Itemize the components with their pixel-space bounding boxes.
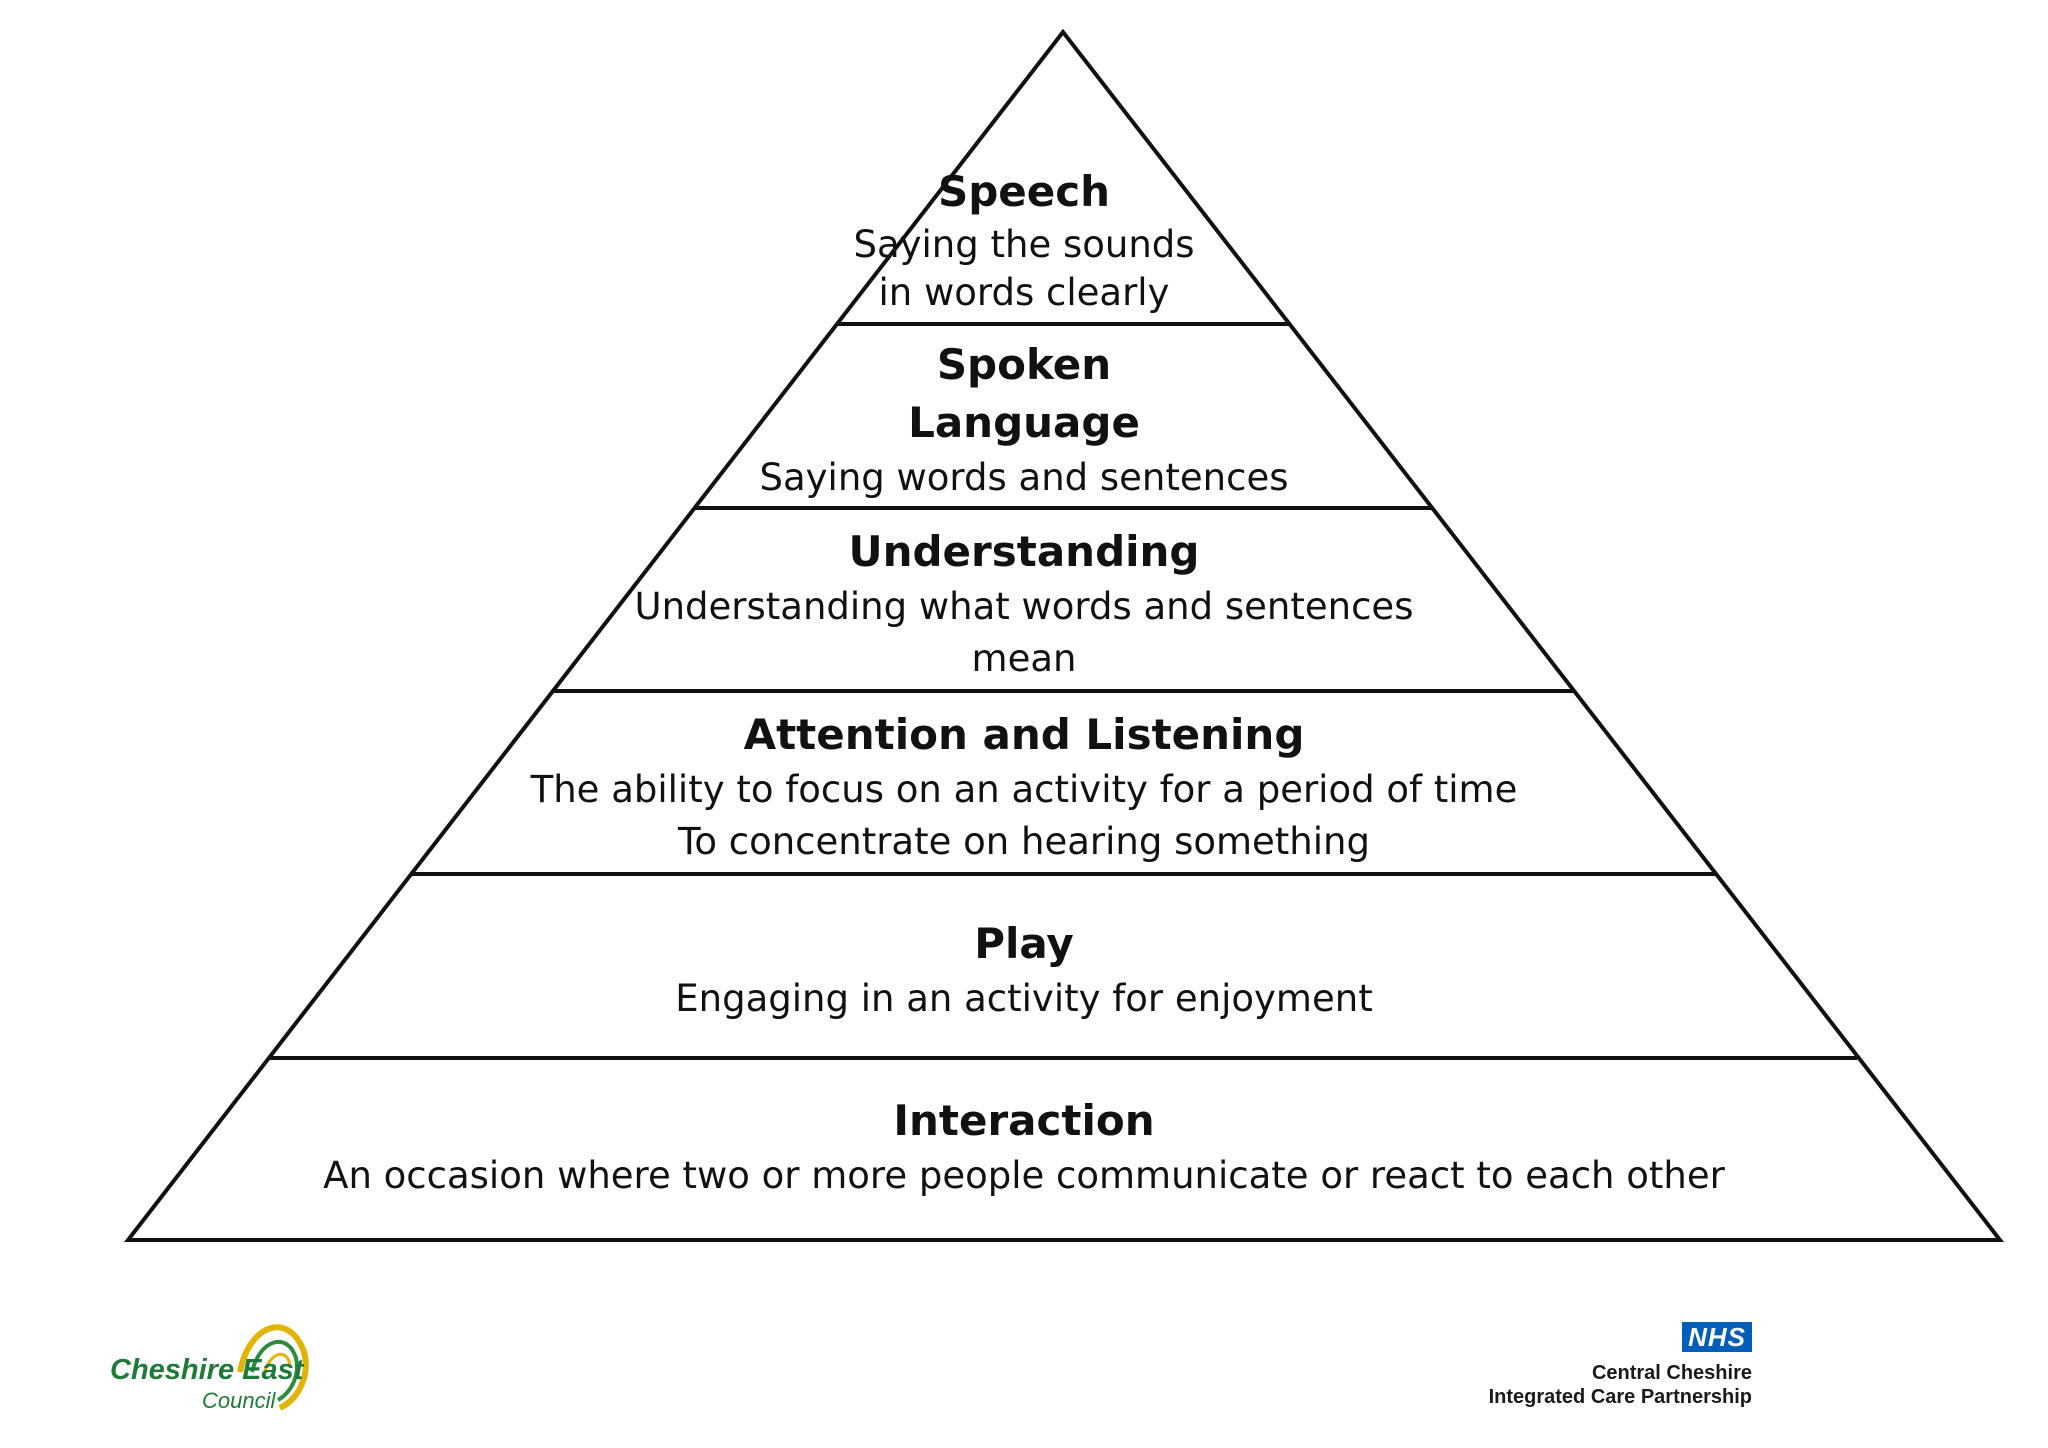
tier-speech: Speech Saying the sounds in words clearl… [0,163,2048,317]
tier-title: Play [974,919,1074,968]
wheat-swoosh-icon [237,1324,309,1411]
tier-description: The ability to focus on an activity for … [530,768,1518,863]
nhs-org-line-1: Central Cheshire [1591,1362,1752,1384]
tier-play: Play Engaging in an activity for enjoyme… [0,915,2048,1025]
nhs-partnership-logo: NHS Central Cheshire Integrated Care Par… [1392,1322,1752,1418]
nhs-badge: NHS [1682,1322,1752,1352]
tier-title: Attention and Listening [743,710,1305,759]
tier-description: Saying words and sentences [759,456,1289,499]
tier-title: Spoken Language [908,340,1140,447]
council-name: Cheshire East [110,1354,304,1386]
tier-title: Speech [937,167,1111,216]
tier-interaction: Interaction An occasion where two or mor… [0,1092,2048,1202]
tier-description: Understanding what words and sentences m… [634,585,1414,680]
tier-description: Engaging in an activity for enjoyment [675,977,1373,1020]
cheshire-east-council-logo: Cheshire East Council [110,1312,310,1413]
tier-description: An occasion where two or more people com… [323,1154,1725,1197]
tier-title: Interaction [893,1096,1155,1145]
tier-attention-and-listening: Attention and Listening The ability to f… [0,706,2048,868]
tier-understanding: Understanding Understanding what words a… [0,523,2048,685]
tier-spoken-language: Spoken Language Saying words and sentenc… [0,336,2048,504]
council-subtitle: Council [202,1388,276,1413]
pyramid-outline [123,28,2005,1242]
tier-title: Understanding [848,527,1200,576]
tier-description: Saying the sounds in words clearly [853,223,1195,314]
nhs-org-line-2: Integrated Care Partnership [1488,1386,1752,1408]
